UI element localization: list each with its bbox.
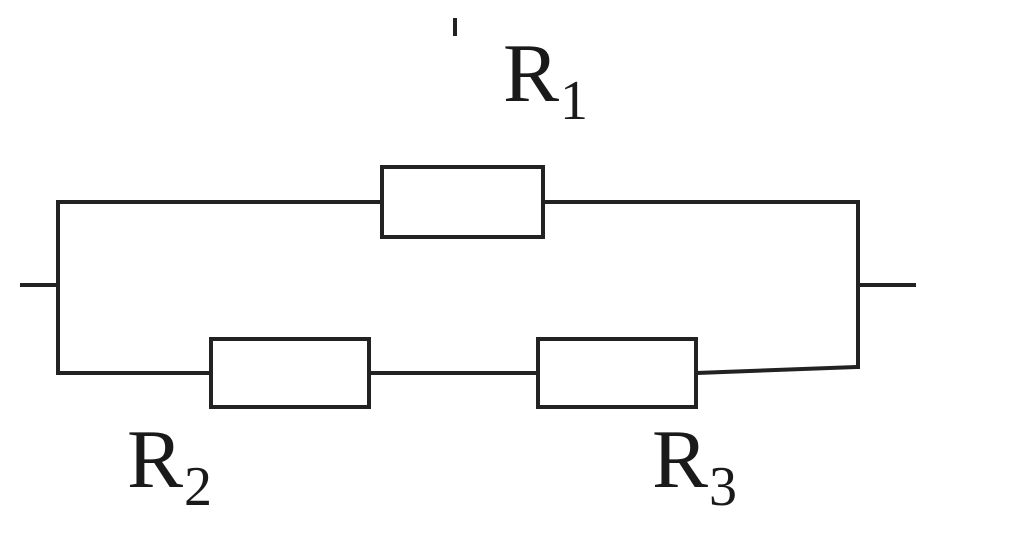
- bottom-branch-wire-right: [693, 364, 861, 376]
- label-r3-subscript: 3: [709, 456, 738, 518]
- resistor-r2: [209, 337, 371, 409]
- resistor-r3: [536, 337, 698, 409]
- label-r1-letter: R: [503, 27, 560, 120]
- label-r3: R3: [652, 413, 737, 516]
- label-r1: R1: [503, 27, 588, 130]
- label-r1-subscript: 1: [560, 70, 589, 132]
- resistor-r1: [380, 165, 545, 239]
- label-r2: R2: [127, 413, 212, 516]
- stray-tick-mark: [453, 18, 457, 36]
- label-r2-subscript: 2: [184, 456, 213, 518]
- label-r2-letter: R: [127, 413, 184, 506]
- label-r3-letter: R: [652, 413, 709, 506]
